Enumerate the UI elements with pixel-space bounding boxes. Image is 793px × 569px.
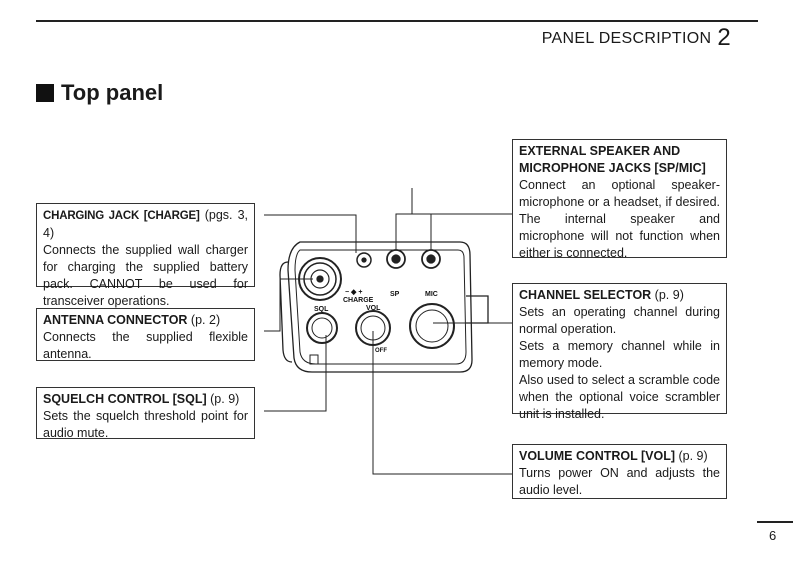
antenna-connector-ref: (p. 2) xyxy=(187,313,221,327)
page-header: PANEL DESCRIPTION 2 xyxy=(541,22,731,51)
volume-control-callout: VOLUME CONTROL [VOL] (p. 9) Turns power … xyxy=(512,444,727,499)
channel-selector-body-1: Sets an operating channel during normal … xyxy=(519,305,720,336)
external-jacks-callout: EXTERNAL SPEAKER AND MICROPHONE JACKS [S… xyxy=(512,139,727,260)
channel-selector-callout: CHANNEL SELECTOR (p. 9) Sets an operatin… xyxy=(512,283,727,421)
channel-selector-body-2: Sets a memory channel while in memory mo… xyxy=(519,339,720,370)
sp-label: SP xyxy=(390,291,400,298)
volume-control-ref: (p. 9) xyxy=(675,449,708,463)
off-label: OFF xyxy=(375,348,387,354)
channel-selector-body-3: Also used to select a scramble code when… xyxy=(519,373,720,421)
section-square-icon xyxy=(36,84,54,102)
section-title: Top panel xyxy=(61,80,164,105)
squelch-control-callout: SQUELCH CONTROL [SQL] (p. 9) Sets the sq… xyxy=(36,387,255,440)
top-rule xyxy=(36,20,758,22)
page-number-rule xyxy=(757,521,793,523)
page-number: 6 xyxy=(769,528,777,543)
charging-jack-callout: CHARGING JACK [CHARGE] (pgs. 3, 4) Conne… xyxy=(36,203,255,308)
chapter-number: 2 xyxy=(717,24,731,51)
external-jacks-body: Connect an optional speaker-microphone o… xyxy=(519,178,720,260)
mic-label: MIC xyxy=(425,291,438,298)
charge-label: CHARGE xyxy=(343,297,374,304)
antenna-connector-callout: ANTENNA CONNECTOR (p. 2) Connects the su… xyxy=(36,308,255,361)
volume-control-body: Turns power ON and adjusts the audio lev… xyxy=(519,466,720,497)
charging-jack-ref: (pgs. 3, 4) xyxy=(43,208,248,240)
external-jacks-title-2: MICROPHONE JACKS [SP/MIC] xyxy=(519,161,706,175)
channel-selector-ref: (p. 9) xyxy=(651,288,684,302)
volume-control-title: VOLUME CONTROL [VOL] xyxy=(519,449,676,463)
squelch-control-title: SQUELCH CONTROL [SQL] xyxy=(43,392,207,406)
squelch-control-ref: (p. 9) xyxy=(206,392,240,406)
charging-jack-title: CHARGING JACK [CHARGE] xyxy=(43,210,200,222)
external-jacks-title-1: EXTERNAL SPEAKER AND xyxy=(519,144,681,158)
header-title: PANEL DESCRIPTION xyxy=(541,30,712,47)
channel-selector-title: CHANNEL SELECTOR xyxy=(519,288,652,302)
charging-jack-body: Connects the supplied wall charger for c… xyxy=(43,243,248,308)
squelch-control-body: Sets the squelch threshold point for aud… xyxy=(43,409,248,440)
antenna-connector-body: Connects the supplied flexible antenna. xyxy=(43,330,248,361)
sql-label: SQL xyxy=(314,306,329,313)
charge-symbol-label: − ◆ + xyxy=(345,289,362,296)
vol-label: VOL xyxy=(366,305,381,312)
section-heading: Top panel xyxy=(36,80,163,106)
antenna-connector-title: ANTENNA CONNECTOR xyxy=(43,313,188,327)
